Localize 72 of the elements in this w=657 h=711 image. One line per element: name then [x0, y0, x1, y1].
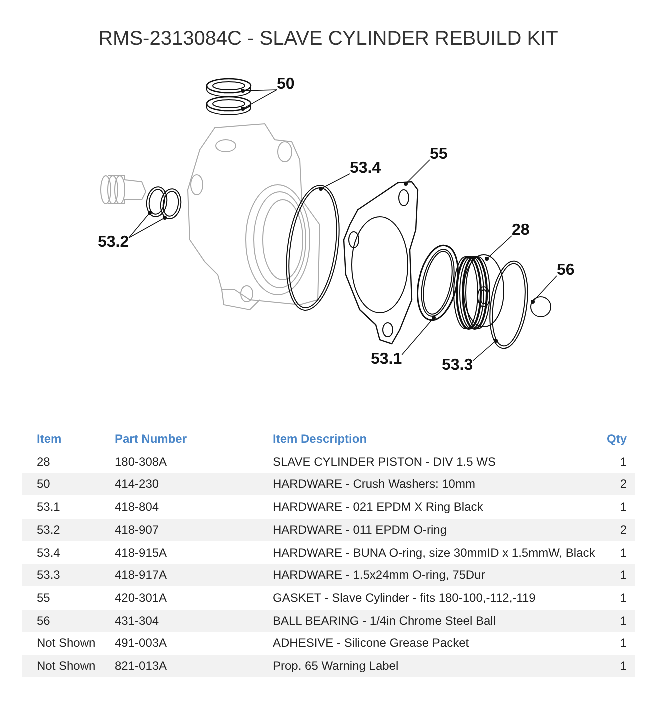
table-cell: 418-907 [115, 522, 160, 538]
column-header: Item Description [273, 431, 368, 447]
ball-drawing [530, 296, 552, 318]
table-cell: 1 [620, 499, 627, 516]
leader-line [531, 276, 558, 304]
column-header: Part Number [115, 431, 188, 447]
leader-line [241, 90, 278, 111]
o-ring-drawing [160, 188, 182, 220]
table-cell: HARDWARE - 1.5x24mm O-ring, 75Dur [273, 567, 486, 584]
table-cell: 821-013A [115, 658, 168, 674]
leader-line [241, 89, 278, 93]
table-cell: 1 [620, 612, 627, 629]
table-cell: 431-304 [115, 612, 160, 629]
table-cell: 53.4 [37, 544, 60, 560]
leader-line [319, 174, 350, 191]
table-cell: 50 [37, 476, 50, 492]
table-cell: 418-915A [115, 544, 168, 560]
callout-number: 53.2 [98, 234, 130, 252]
callout-number: 28 [512, 222, 530, 240]
table-cell: 418-804 [115, 499, 160, 516]
table-cell: GASKET - Slave Cylinder - fits 180-100,-112,-119 [273, 590, 536, 606]
table-cell: Not Shown [37, 635, 96, 652]
callout-number: 53.4 [350, 160, 382, 178]
table-cell: 1 [620, 658, 627, 674]
table-cell: Not Shown [37, 658, 96, 674]
x-ring-drawing [418, 244, 458, 322]
table-cell: 28 [37, 454, 50, 470]
column-header: Item [37, 431, 62, 447]
leader-line [404, 160, 430, 186]
crush-washer-drawing [206, 95, 252, 117]
table-cell: Prop. 65 Warning Label [273, 658, 399, 674]
table-cell: 1 [620, 590, 627, 606]
leader-line [128, 216, 167, 238]
table-cell: 418-917A [115, 567, 168, 584]
table-cell: 2 [620, 522, 627, 538]
table-cell: 1 [620, 567, 627, 584]
table-cell: 414-230 [115, 476, 160, 492]
table-cell: 53.3 [37, 567, 60, 584]
crush-washer-drawing [206, 77, 252, 99]
o-ring-drawing [490, 260, 528, 350]
table-cell: 180-308A [115, 454, 168, 470]
table-cell: 55 [37, 590, 50, 606]
table-cell: HARDWARE - BUNA O-ring, size 30mmID x 1.5mmW, Black [273, 544, 596, 560]
callout-number: 56 [557, 262, 575, 280]
callout-number: 53.1 [371, 351, 402, 369]
leader-line [472, 339, 498, 362]
leader-line [485, 236, 512, 261]
piston-drawing [452, 252, 506, 330]
o-ring-drawing [287, 184, 339, 312]
leader-line [402, 316, 436, 356]
callout-number: 50 [277, 76, 295, 94]
table-cell: 1 [620, 635, 627, 652]
table-cell: 53.2 [37, 522, 60, 538]
leader-line [128, 211, 152, 238]
column-header: Qty [606, 431, 627, 447]
callout-number: 53.3 [442, 357, 474, 375]
table-cell: 53.1 [37, 499, 60, 516]
table-cell: SLAVE CYLINDER PISTON - DIV 1.5 WS [273, 454, 496, 470]
table-cell: ADHESIVE - Silicone Grease Packet [273, 635, 470, 652]
table-cell: 2 [620, 476, 627, 492]
table-cell: 56 [37, 612, 50, 629]
table-cell: 491-003A [115, 635, 168, 652]
table-cell: 1 [620, 544, 627, 560]
table-cell: BALL BEARING - 1/4in Chrome Steel Ball [273, 612, 496, 629]
callout-number: 55 [430, 146, 448, 164]
diagram-title: RMS-2313084C - SLAVE CYLINDER REBUILD KIT [98, 28, 560, 51]
table-cell: HARDWARE - Crush Washers: 10mm [273, 476, 476, 492]
o-ring-drawing [146, 186, 168, 218]
table-cell: 1 [620, 454, 627, 470]
table-cell: 420-301A [115, 590, 168, 606]
table-cell: HARDWARE - 021 EPDM X Ring Black [273, 499, 484, 516]
table-cell: HARDWARE - 011 EPDM O-ring [273, 522, 448, 538]
